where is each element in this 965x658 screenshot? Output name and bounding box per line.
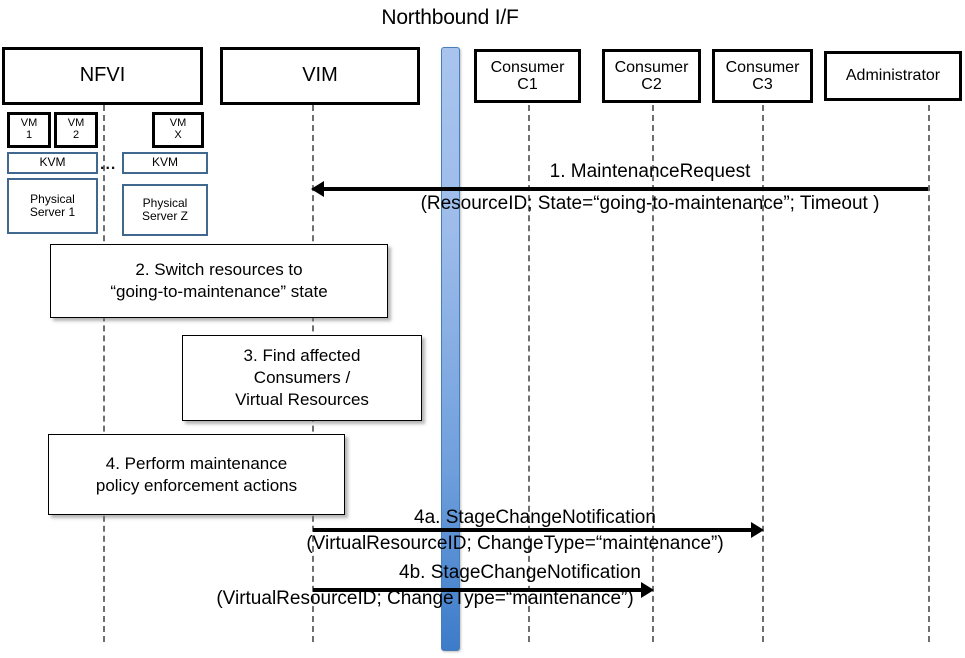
lifeline-c3 xyxy=(762,105,764,642)
actor-consumer-c2-label: Consumer C2 xyxy=(614,58,689,93)
lifeline-c1 xyxy=(528,105,530,642)
hypervisor-kvm-1[interactable]: KVM xyxy=(7,152,98,174)
lifeline-c2 xyxy=(652,105,654,642)
actor-nfvi[interactable]: NFVI xyxy=(2,47,203,105)
physical-server-1-label: Physical Server 1 xyxy=(29,191,76,219)
physical-server-z[interactable]: Physical Server Z xyxy=(122,184,208,236)
hypervisor-kvm-1-label: KVM xyxy=(39,155,66,170)
note-step-4-text: 4. Perform maintenance policy enforcemen… xyxy=(95,453,298,495)
vm-box-x-label: VM X xyxy=(169,117,187,141)
actor-consumer-c1[interactable]: Consumer C1 xyxy=(474,49,581,103)
actor-vim-label: VIM xyxy=(302,64,338,87)
lifeline-nfvi xyxy=(103,105,105,642)
vm-box-1[interactable]: VM 1 xyxy=(7,112,51,148)
actor-consumer-c2[interactable]: Consumer C2 xyxy=(602,49,701,103)
message-4b-params: (VirtualResourceID; ChangeType=“maintena… xyxy=(216,588,634,609)
arrow-stage-change-notification-4a xyxy=(313,522,764,538)
arrow-stage-change-notification-4b xyxy=(313,582,654,598)
arrow-maintenance-request xyxy=(311,181,928,197)
physical-server-z-label: Physical Server Z xyxy=(141,195,188,223)
actor-administrator[interactable]: Administrator xyxy=(824,51,962,101)
message-4a-params: (VirtualResourceID; ChangeType=“maintena… xyxy=(306,533,724,554)
vm-box-1-label: VM 1 xyxy=(20,117,38,141)
actor-nfvi-label: NFVI xyxy=(79,64,126,87)
hypervisor-kvm-2[interactable]: KVM xyxy=(122,152,208,174)
page-title: Northbound I/F xyxy=(381,6,519,29)
note-step-3: 3. Find affected Consumers / Virtual Res… xyxy=(182,335,422,421)
actor-consumer-c3[interactable]: Consumer C3 xyxy=(712,49,813,103)
message-4b-label: 4b. StageChangeNotification xyxy=(399,562,641,583)
vm-box-2-label: VM 2 xyxy=(67,117,85,141)
note-step-3-text: 3. Find affected Consumers / Virtual Res… xyxy=(235,346,369,409)
physical-server-1[interactable]: Physical Server 1 xyxy=(7,178,98,234)
actor-consumer-c1-label: Consumer C1 xyxy=(490,58,565,93)
vm-box-x[interactable]: VM X xyxy=(152,112,204,148)
northbound-interface-bar xyxy=(441,47,460,651)
note-step-2: 2. Switch resources to “going-to-mainten… xyxy=(50,244,388,318)
actor-consumer-c3-label: Consumer C3 xyxy=(725,58,800,93)
hypervisor-kvm-2-label: KVM xyxy=(151,155,178,170)
message-1-label: 1. MaintenanceRequest xyxy=(549,161,751,182)
ellipsis-separator: ... xyxy=(100,156,117,173)
note-step-2-text: 2. Switch resources to “going-to-mainten… xyxy=(110,260,328,301)
actor-vim[interactable]: VIM xyxy=(220,47,420,105)
vm-box-2[interactable]: VM 2 xyxy=(54,112,98,148)
note-step-4: 4. Perform maintenance policy enforcemen… xyxy=(48,434,345,515)
message-1-params: (ResourceID; State=“going-to-maintenance… xyxy=(420,193,880,214)
actor-administrator-label: Administrator xyxy=(845,67,941,85)
message-4a-label: 4a. StageChangeNotification xyxy=(414,507,656,528)
lifeline-administrator xyxy=(928,105,930,642)
